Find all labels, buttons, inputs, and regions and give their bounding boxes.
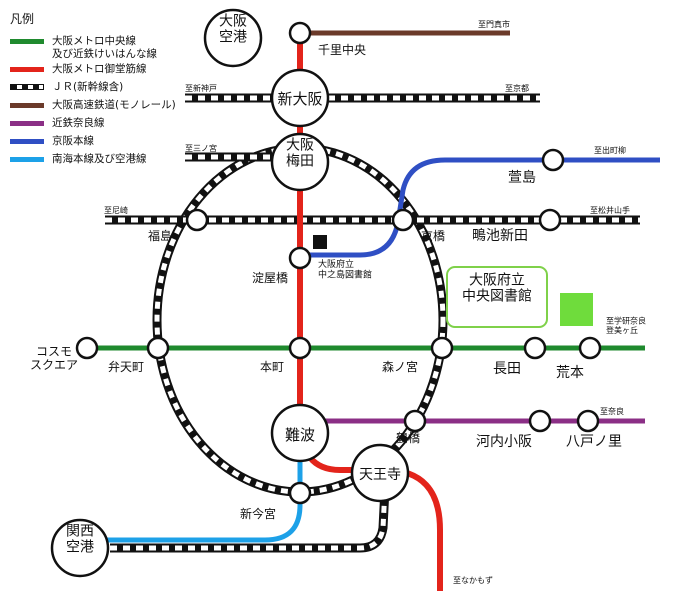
direction-nakamozu: 至なかもず [453, 575, 493, 585]
legend-swatch-midosuji [10, 67, 44, 72]
station-markers [50, 8, 602, 578]
legend-swatch-chuo [10, 39, 44, 44]
label-tennoji: 天王寺 [359, 467, 401, 483]
station-umeda[interactable] [270, 132, 330, 192]
label-senri-chuo: 千里中央 [318, 42, 366, 57]
legend-label: 南海本線及び空港線 [52, 153, 147, 165]
central-library-label-box [446, 266, 548, 328]
station-nagata[interactable] [523, 336, 547, 360]
legend-label: 大阪メトロ御堂筋線 [52, 63, 147, 75]
label-morinomiya: 森ノ宮 [382, 359, 418, 374]
label-aramoto: 荒本 [556, 365, 584, 381]
central-library-marker[interactable] [560, 293, 593, 326]
station-aramoto[interactable] [578, 336, 602, 360]
legend-swatch-jr [10, 84, 44, 90]
label-tsuruhashi: 鶴橋 [396, 430, 420, 445]
nakanoshima-library-marker[interactable] [313, 235, 327, 249]
legend-item-nankai: 南海本線及び空港線 [10, 153, 240, 169]
label-honmachi: 本町 [260, 360, 284, 374]
legend-item-keihan: 京阪本線 [10, 135, 240, 151]
station-labels: 大阪空港 千里中央 新大阪 大阪梅田 福島 京橋 鴫池新田 萱島 淀屋橋 コスモ… [30, 13, 622, 555]
label-kawachi: 河内小阪 [476, 434, 532, 450]
station-yaenosato[interactable] [576, 409, 600, 433]
label-cosmo: コスモスクエア [30, 344, 78, 372]
station-honmachi[interactable] [288, 336, 312, 360]
station-fukushima[interactable] [185, 208, 209, 232]
label-bentencho: 弁天町 [108, 359, 144, 374]
station-tennoji[interactable] [350, 443, 410, 503]
map-legend: 凡例 大阪メトロ中央線 及び近鉄けいはんな線 大阪メトロ御堂筋線 ＪＲ(新幹線含… [10, 10, 240, 171]
label-kansai-airport: 関西空港 [66, 523, 94, 555]
direction-matsuiyamate: 至松井山手 [590, 205, 630, 215]
legend-label: 大阪メトロ中央線 及び近鉄けいはんな線 [52, 35, 157, 60]
label-kyobashi: 京橋 [421, 229, 445, 243]
legend-item-kintetsu: 近鉄奈良線 [10, 117, 240, 133]
direction-sannomiya: 至三ノ宮 [185, 143, 217, 153]
station-senri-chuo[interactable] [288, 21, 312, 45]
legend-label: ＪＲ(新幹線含) [52, 81, 124, 93]
direction-kyoto: 至京都 [505, 83, 529, 93]
legend-swatch-keihan [10, 139, 44, 144]
legend-item-midosuji: 大阪メトロ御堂筋線 [10, 63, 240, 79]
direction-shinkobe: 至新神戸 [185, 83, 217, 93]
direction-demachi: 至出町柳 [594, 145, 626, 155]
direction-gakken: 至学研奈良登美ヶ丘 [606, 316, 646, 335]
legend-title: 凡例 [10, 12, 35, 26]
station-kyobashi[interactable] [391, 208, 415, 232]
legend-label: 大阪高速鉄道(モノレール) [52, 99, 176, 111]
station-tsuruhashi[interactable] [403, 409, 427, 433]
direction-nara: 至奈良 [600, 406, 624, 416]
station-namba[interactable] [270, 403, 330, 463]
legend-item-chuo: 大阪メトロ中央線 及び近鉄けいはんな線 [10, 35, 240, 61]
direction-amagasaki: 至尼崎 [104, 205, 128, 215]
direction-kadoma: 至門真市 [478, 19, 510, 29]
legend-label: 京阪本線 [52, 135, 94, 147]
label-umeda: 大阪梅田 [286, 137, 314, 169]
legend-swatch-kintetsu [10, 121, 44, 126]
central-library-label: 大阪府立中央図書館 [462, 272, 532, 304]
label-shinimamiya: 新今宮 [240, 506, 276, 521]
label-shigino: 鴫池新田 [472, 228, 528, 244]
label-nagata: 長田 [493, 361, 521, 377]
jr-kansai-airport-line [110, 467, 391, 553]
legend-item-monorail: 大阪高速鉄道(モノレール) [10, 99, 240, 115]
label-osaka-airport: 大阪空港 [219, 13, 247, 45]
nankai-line [80, 430, 303, 543]
station-yodoyabashi[interactable] [288, 246, 312, 270]
station-shin-osaka[interactable] [270, 68, 330, 128]
legend-item-jr: ＪＲ(新幹線含) [10, 81, 240, 97]
legend-label: 近鉄奈良線 [52, 117, 105, 129]
station-kansai-airport[interactable] [50, 518, 110, 578]
station-shigino[interactable] [538, 208, 562, 232]
label-fukushima: 福島 [148, 228, 172, 243]
station-kayashima[interactable] [541, 148, 565, 172]
legend-swatch-monorail [10, 103, 44, 108]
station-osaka-airport[interactable] [203, 8, 263, 68]
label-namba: 難波 [285, 426, 315, 444]
nakanoshima-library-label: 大阪府立中之島図書館 [318, 258, 372, 280]
label-yodoyabashi: 淀屋橋 [252, 271, 288, 285]
station-cosmo[interactable] [75, 336, 99, 360]
station-morinomiya[interactable] [430, 336, 454, 360]
label-kayashima: 萱島 [508, 170, 536, 186]
label-yaenosato: 八戸ノ里 [566, 434, 622, 450]
label-shin-osaka: 新大阪 [277, 90, 322, 108]
station-bentencho[interactable] [146, 336, 170, 360]
station-kawachi[interactable] [528, 409, 552, 433]
direction-labels: 至門真市 至新神戸 至京都 至三ノ宮 至出町柳 至尼崎 至松井山手 至学研奈良登… [104, 19, 646, 585]
keihan-line [300, 157, 660, 258]
station-shinimamiya[interactable] [288, 481, 312, 505]
legend-swatch-nankai [10, 157, 44, 162]
